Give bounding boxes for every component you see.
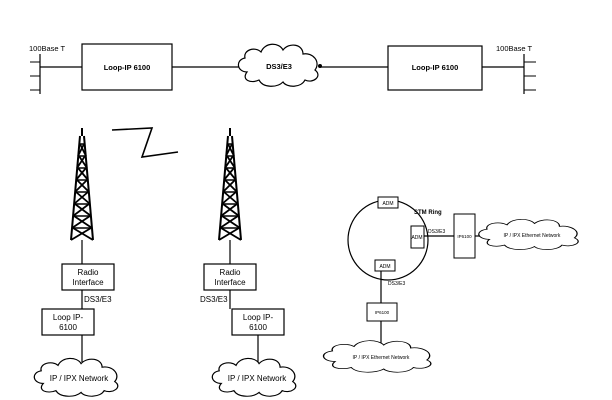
loop-ip-box-right [387,45,483,91]
network-label: IP / IPX Network [228,374,288,383]
top-link: 100Base T Loop-IP 6100 DS3/E3 Loop-IP 61… [29,43,536,94]
adm-node-bottom [374,259,396,272]
left-port-icon [30,54,41,94]
adm-node-right-label: ADM [411,235,422,241]
loop-label-2: 6100 [59,323,77,332]
ds3-cloud-label: DS3/E3 [266,62,292,71]
loop-label-1: Loop IP- [243,313,274,322]
radio-interface-box [61,263,115,291]
ip6100-box-bottom [366,302,398,322]
radio-label-2: Interface [72,278,104,287]
loop-label-2: 6100 [249,323,267,332]
radio-label-2: Interface [214,278,246,287]
radio-interface-box [203,263,257,291]
network-label: IP / IPX Network [50,374,110,383]
radio-tower-icon [218,127,242,241]
adm-node-top [377,196,399,209]
left-radio-site: Radio Interface DS3/E3 Loop IP- 6100 IP … [33,127,119,397]
ip6100-box-right-label: IP6100 [457,234,472,239]
right-radio-site: Radio Interface DS3/E3 Loop IP- 6100 IP … [200,127,297,397]
radio-link-icon [111,127,179,158]
right-link-label: DS3/E3 [428,229,445,235]
adm-node-right [410,225,425,249]
adm-node-bottom-label: ADM [379,264,390,270]
radio-tower-icon [70,127,94,241]
loop-label-1: Loop IP- [53,313,84,322]
ip6100-box-bottom-label: IP6100 [375,310,390,315]
loop-ip-box [41,308,95,336]
radio-label-1: Radio [220,268,241,277]
bottom-link-label: DS3/E3 [388,281,405,287]
adm-node-top-label: ADM [382,201,393,207]
radio-label-1: Radio [78,268,99,277]
right-network-label: IP / IPX Ethernet Network [504,233,561,239]
right-port-label: 100Base T [496,44,533,53]
loop-ip-box-left-label: Loop-IP 6100 [104,63,151,72]
bottom-network-label: IP / IPX Ethernet Network [353,355,410,361]
loop-ip-box-right-label: Loop-IP 6100 [412,63,459,72]
link-label: DS3/E3 [84,295,112,304]
link-label: DS3/E3 [200,295,228,304]
right-port-icon [523,54,536,94]
left-port-label: 100Base T [29,44,66,53]
ring-label: STM Ring [414,210,442,216]
stm-ring-diagram: STM Ring ADM ADM ADM DS3/E3 IP6100 IP / … [322,196,579,373]
loop-ip-box-left [81,43,173,91]
